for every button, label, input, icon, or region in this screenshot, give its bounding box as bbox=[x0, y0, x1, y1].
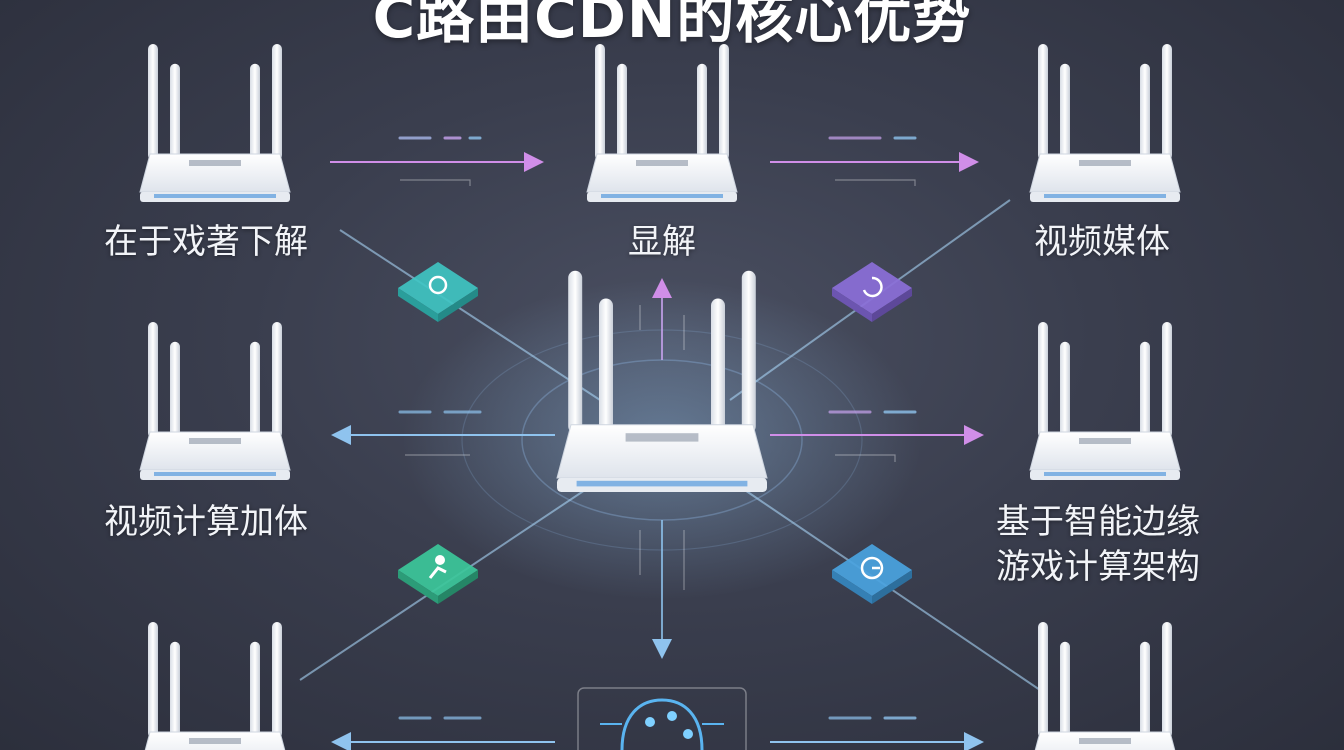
router-middle-right bbox=[1029, 322, 1181, 480]
node-label-top-right: 视频媒体 bbox=[1034, 222, 1170, 262]
location-pin-icon bbox=[398, 262, 478, 322]
router-top-right bbox=[1029, 44, 1181, 202]
router-center-hub bbox=[556, 270, 768, 492]
decor-dashes bbox=[398, 136, 917, 720]
node-label-top-left: 在于戏著下解 bbox=[104, 222, 308, 262]
horizontal-arrows bbox=[330, 152, 984, 750]
node-label-middle-left: 视频计算加体 bbox=[104, 502, 308, 542]
refresh-icon bbox=[832, 262, 912, 322]
decor-brackets bbox=[400, 179, 916, 590]
router-bottom-left bbox=[144, 622, 286, 750]
line-top-left bbox=[339, 229, 601, 401]
router-middle-left bbox=[139, 322, 291, 480]
router-bottom-right bbox=[1034, 622, 1176, 750]
node-label-top-center: 显解 bbox=[628, 222, 696, 262]
person-icon bbox=[398, 544, 478, 604]
timer-icon bbox=[832, 544, 912, 604]
brain-chip-icon bbox=[577, 687, 747, 750]
node-label-middle-right-line2: 游戏计算架构 bbox=[996, 547, 1200, 587]
router-top-center bbox=[586, 44, 738, 202]
router-top-left bbox=[139, 44, 291, 202]
node-label-middle-right-line1: 基于智能边缘 bbox=[996, 502, 1200, 542]
page-title: C路由CDN的核心优势 bbox=[372, 0, 972, 51]
